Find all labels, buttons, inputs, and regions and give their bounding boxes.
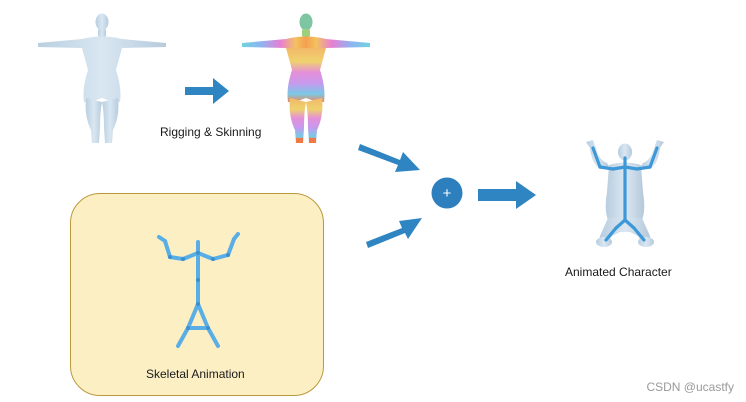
watermark: CSDN @ucastfy bbox=[646, 380, 734, 394]
rigging-skinning-label: Rigging & Skinning bbox=[160, 125, 262, 139]
animated-character-figure bbox=[586, 140, 664, 247]
base-body-figure bbox=[38, 13, 166, 143]
arrow-up-right-icon bbox=[366, 218, 422, 248]
arrow-right-icon bbox=[185, 78, 229, 104]
animated-character-label: Animated Character bbox=[565, 265, 672, 279]
arrow-down-right-icon bbox=[358, 144, 420, 172]
skeletal-animation-label: Skeletal Animation bbox=[146, 367, 245, 381]
plus-circle-icon: + bbox=[431, 177, 463, 209]
svg-text:+: + bbox=[443, 185, 452, 202]
skeleton-figure bbox=[157, 232, 240, 348]
arrow-right-icon bbox=[478, 181, 536, 209]
skinned-body-figure bbox=[242, 13, 370, 143]
